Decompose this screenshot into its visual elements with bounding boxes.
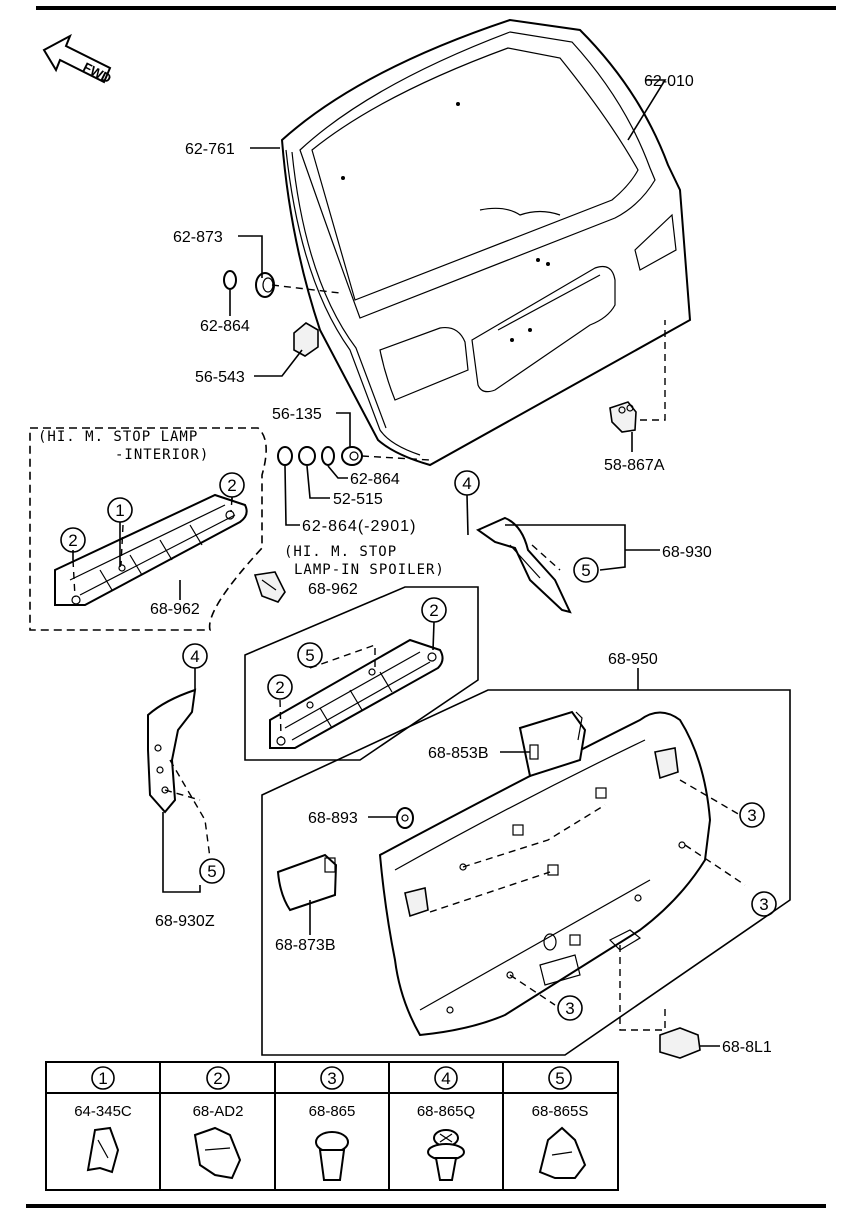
legend-num-4: 4	[441, 1069, 450, 1088]
note-spoiler-line1: (HI. M. STOP	[284, 544, 397, 560]
connector-part	[253, 571, 286, 603]
svg-text:2: 2	[429, 601, 438, 620]
legend-num-3: 3	[327, 1069, 336, 1088]
note-spoiler-line2: LAMP-IN SPOILER)	[294, 562, 445, 578]
screw-68-865q-icon	[427, 1129, 465, 1181]
callout-3-a: 3	[739, 802, 765, 828]
label-68-930: 68-930	[662, 544, 712, 561]
label-68-930z: 68-930Z	[155, 913, 215, 930]
trim-68-930	[475, 516, 572, 614]
svg-text:4: 4	[462, 474, 471, 493]
label-62-873: 62-873	[173, 229, 223, 246]
hmsl-68-962-interior	[54, 493, 248, 606]
label-62-864-2901: 62-864(-2901)	[302, 518, 416, 535]
liner-box	[261, 689, 791, 1056]
label-68-962-interior: 68-962	[150, 601, 200, 618]
grommet-56-135	[341, 446, 363, 466]
note-interior-line2: -INTERIOR)	[115, 447, 209, 463]
bumper-62-873	[255, 272, 275, 298]
stopper-56-543	[293, 322, 319, 357]
fwd-label: FWD	[81, 59, 114, 86]
svg-text:3: 3	[759, 895, 768, 914]
note-interior-line1: (HI. M. STOP LAMP	[38, 429, 198, 445]
clip-68-865-icon	[315, 1131, 349, 1181]
legend-code-2: 68-AD2	[193, 1103, 244, 1120]
trim-68-930z	[147, 688, 197, 814]
legend-code-4: 68-865Q	[417, 1103, 475, 1120]
callout-5-side: 5	[199, 858, 225, 884]
label-62-864-b: 62-864	[350, 471, 400, 488]
clip-68-ad2-icon	[193, 1126, 242, 1180]
label-68-873b: 68-873B	[275, 937, 336, 954]
fastener-legend: 1 64-345C 2 68-AD2 3 68-865 4 68-865Q 5	[45, 1061, 619, 1191]
legend-num-2: 2	[213, 1069, 222, 1088]
latch-58-867a	[609, 401, 637, 433]
legend-code-5: 68-865S	[532, 1103, 589, 1120]
liftgate-62-010	[280, 18, 692, 467]
callout-1-interior: 1	[107, 497, 133, 523]
svg-text:1: 1	[115, 501, 124, 520]
svg-text:3: 3	[747, 806, 756, 825]
legend-num-1: 1	[98, 1069, 107, 1088]
callout-3-c: 3	[557, 995, 583, 1021]
label-58-867a: 58-867A	[604, 457, 665, 474]
ring-62-864	[223, 270, 237, 290]
label-68-962-spoiler: 68-962	[308, 581, 358, 598]
label-62-761: 62-761	[185, 141, 235, 158]
callout-3-b: 3	[751, 891, 777, 917]
callout-2-spoiler-left: 2	[267, 674, 293, 700]
cover-68-873b	[276, 853, 338, 912]
fwd-arrow-icon: FWD	[42, 33, 114, 86]
legend-code-3: 68-865	[309, 1103, 356, 1120]
callout-5-spoiler: 5	[297, 642, 323, 668]
hmsl-68-962-spoiler	[269, 638, 444, 749]
label-56-135: 56-135	[272, 406, 322, 423]
svg-text:4: 4	[190, 647, 199, 666]
label-68-893: 68-893	[308, 810, 358, 827]
svg-text:5: 5	[207, 862, 216, 881]
washer-62-864	[321, 446, 335, 466]
svg-text:2: 2	[227, 476, 236, 495]
svg-text:3: 3	[565, 999, 574, 1018]
callout-2-interior-left: 2	[60, 527, 86, 553]
cover-68-853b	[518, 710, 587, 778]
legend-code-1: 64-345C	[74, 1103, 132, 1120]
label-68-950: 68-950	[608, 651, 658, 668]
callout-2-interior-right: 2	[219, 472, 245, 498]
washer-52-515	[298, 446, 316, 466]
clip-68-893	[396, 807, 414, 829]
svg-text:5: 5	[305, 646, 314, 665]
hmsl-spoiler-group	[244, 586, 479, 761]
label-62-864-a: 62-864	[200, 318, 250, 335]
washer-62-864-2901	[277, 446, 293, 466]
label-56-543: 56-543	[195, 369, 245, 386]
callout-4-side: 4	[182, 643, 208, 669]
hmsl-interior-group	[29, 427, 267, 631]
handle-68-8l1	[659, 1027, 701, 1059]
svg-text:5: 5	[581, 561, 590, 580]
svg-text:2: 2	[275, 678, 284, 697]
label-68-853b: 68-853B	[428, 745, 489, 762]
label-52-515: 52-515	[333, 491, 383, 508]
callout-5-upper: 5	[573, 557, 599, 583]
callout-4-upper: 4	[454, 470, 480, 496]
svg-text:2: 2	[68, 531, 77, 550]
label-62-010: 62-010	[644, 73, 694, 90]
label-68-8l1: 68-8L1	[722, 1039, 772, 1056]
callout-2-spoiler-right: 2	[421, 597, 447, 623]
legend-num-5: 5	[555, 1069, 564, 1088]
